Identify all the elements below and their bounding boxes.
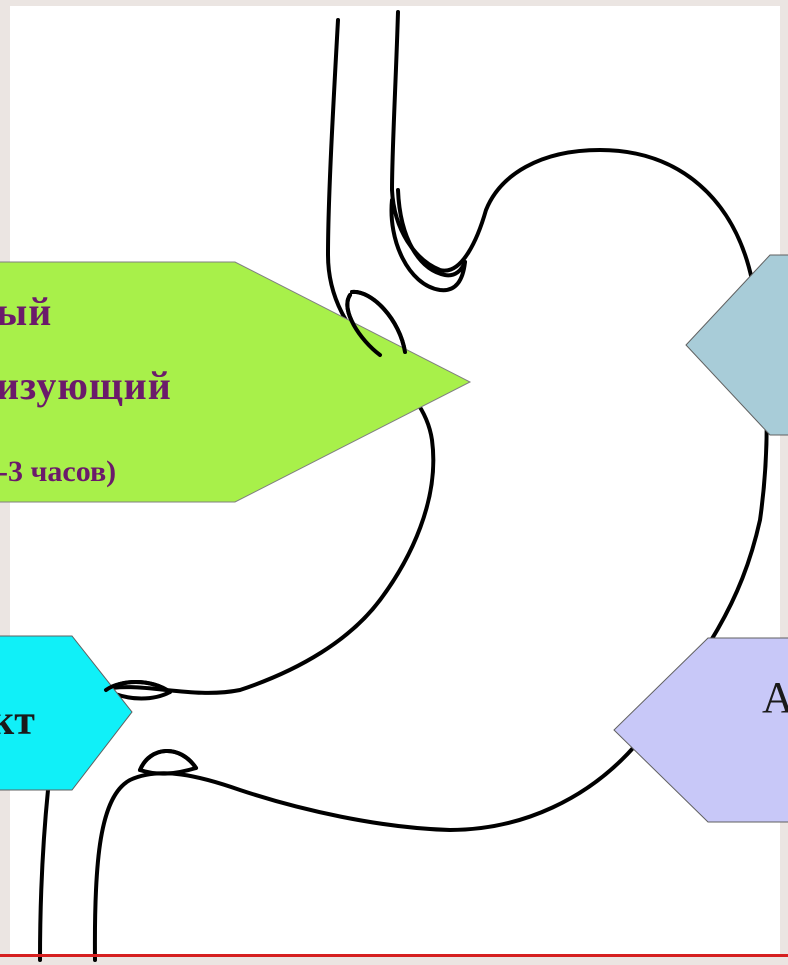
- cyan-label: кт: [0, 697, 35, 745]
- violet-label: А: [762, 672, 788, 723]
- green-label-line1: ный: [0, 288, 52, 335]
- green-label-line3: -3 часов): [0, 455, 116, 489]
- green-label-line2: низующий: [0, 362, 172, 409]
- bottom-rule: [0, 954, 788, 957]
